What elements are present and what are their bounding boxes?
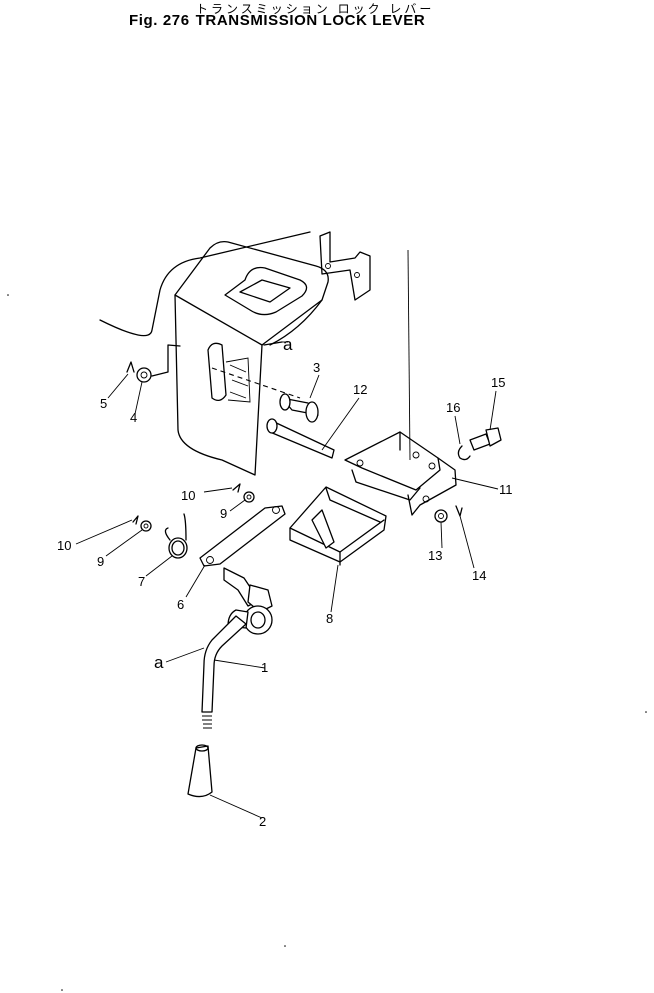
part-11-u-bracket [344, 249, 457, 516]
callout-5: 5 [100, 396, 107, 411]
callout-1: 1 [261, 660, 268, 675]
callout-11: 11 [499, 482, 513, 497]
callout-10-upper: 10 [181, 488, 195, 503]
leader-lines [75, 341, 499, 819]
callout-7: 7 [138, 574, 145, 589]
callout-16: 16 [446, 400, 460, 415]
reference-mark-a-top: a [283, 335, 293, 354]
alignment-line [211, 367, 301, 399]
part-12-long-pin [266, 418, 335, 459]
callout-12: 12 [353, 382, 367, 397]
part-4-washer [136, 367, 152, 383]
part-10-cotter-pin-upper [232, 483, 241, 493]
part-10-cotter-pin-lower [132, 515, 139, 525]
callout-4: 4 [130, 410, 137, 425]
callout-8: 8 [326, 611, 333, 626]
reference-mark-a-lever: a [154, 653, 164, 672]
leader-5-4-bracket [151, 344, 181, 377]
speck [645, 711, 647, 713]
speck [284, 945, 286, 947]
housing-cover [99, 231, 371, 476]
figure-title: Fig. 276 TRANSMISSION LOCK LEVER [129, 12, 431, 29]
callout-6: 6 [177, 597, 184, 612]
part-8-bracket [289, 486, 387, 566]
callout-3: 3 [313, 360, 320, 375]
speck [61, 989, 63, 991]
callout-15: 15 [491, 375, 505, 390]
part-2-knob [187, 744, 213, 798]
speck [7, 294, 9, 296]
callout-labels: 1 2 3 4 5 6 7 8 9 9 10 10 11 12 13 14 15… [57, 335, 513, 829]
part-16-washer [457, 445, 471, 461]
part-1-lever [201, 567, 273, 729]
callout-13: 13 [428, 548, 442, 563]
part-9-washer-lower [140, 520, 152, 532]
part-5-cotter-pin [126, 361, 135, 373]
part-6-link [199, 505, 286, 567]
part-13-washer [434, 509, 448, 523]
part-14-cotter-pin [455, 505, 463, 517]
callout-9-lower: 9 [97, 554, 104, 569]
callout-10-lower: 10 [57, 538, 71, 553]
callout-2: 2 [259, 814, 266, 829]
part-9-washer-upper [243, 491, 255, 503]
callout-9-upper: 9 [220, 506, 227, 521]
part-15-bolt [469, 427, 502, 451]
figure-number: Fig. 276 [129, 12, 190, 29]
part-7-spring [164, 513, 188, 559]
japanese-title: トランスミッション ロック レバー [196, 2, 435, 16]
callout-14: 14 [472, 568, 486, 583]
part-3-pin [279, 393, 319, 423]
figure-name: TRANSMISSION LOCK LEVER [195, 12, 426, 29]
